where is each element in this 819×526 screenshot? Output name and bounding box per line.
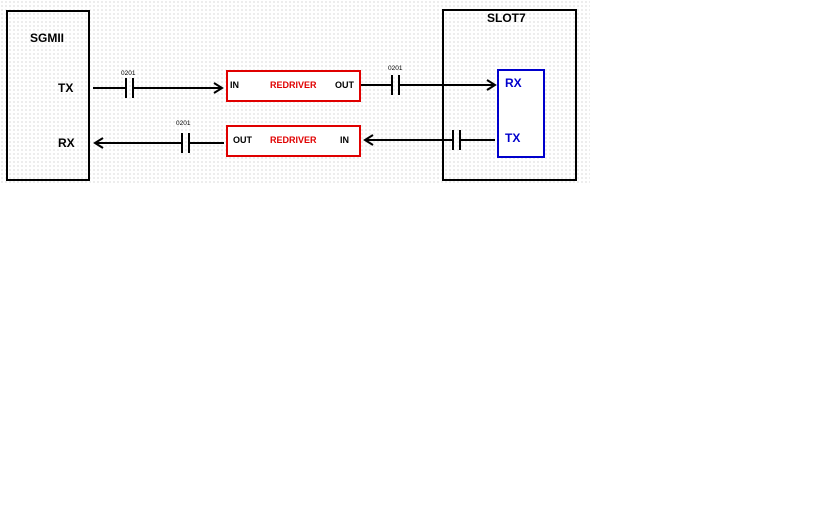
sgmii-tx-label: TX (58, 81, 74, 95)
slot7-block (442, 9, 577, 181)
redriver-top-box (226, 70, 361, 102)
capacitor-2-label: 0201 (388, 65, 403, 72)
redriver-bottom-name: REDRIVER (270, 135, 317, 145)
redriver-top-name: REDRIVER (270, 80, 317, 90)
sgmii-rx-label: RX (58, 136, 75, 150)
arrow-head-tx-connector (486, 79, 497, 91)
redriver-bottom-out: OUT (233, 135, 252, 145)
slot-connector-box (497, 69, 545, 158)
connector-tx-label: TX (505, 131, 521, 145)
connector-rx-label: RX (505, 76, 522, 90)
sgmii-block (6, 10, 90, 181)
arrow-head-rx-redriver (363, 134, 374, 146)
capacitor-1-label: 0201 (121, 70, 136, 77)
redriver-top-out: OUT (335, 80, 354, 90)
redriver-bottom-in: IN (340, 135, 349, 145)
redriver-bottom-box (226, 125, 361, 157)
arrow-head-rx-sgmii (93, 137, 104, 149)
redriver-top-in: IN (230, 80, 239, 90)
slot7-title: SLOT7 (487, 11, 526, 25)
sgmii-title: SGMII (30, 31, 65, 45)
capacitor-3-label: 0201 (176, 120, 191, 127)
arrow-head-tx-redriver (213, 82, 224, 94)
